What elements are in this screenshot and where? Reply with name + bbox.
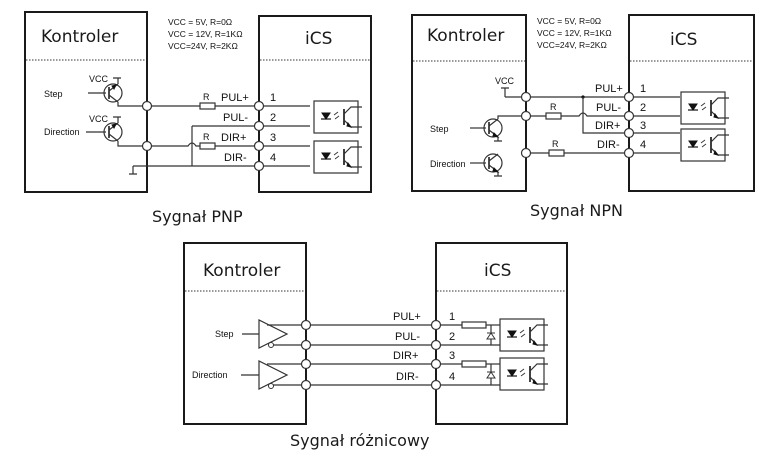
differential-diagram: Kontroler iCS Step Direction xyxy=(183,242,568,450)
pnp-direction-transistor-icon xyxy=(103,122,123,142)
pnp-caption: Sygnał PNP xyxy=(152,207,243,226)
npn-vcc-note-1: VCC = 5V, R=0Ω xyxy=(537,16,601,26)
pnp-resistor-label-1: R xyxy=(203,92,210,102)
npn-direction-label: Direction xyxy=(430,159,466,169)
pnp-vcc-label-2: VCC xyxy=(89,114,109,124)
diff-resistor-dir xyxy=(461,360,487,368)
pnp-direction-label: Direction xyxy=(44,127,80,137)
diff-pin-2: 2 xyxy=(449,331,455,343)
npn-resistor-label-2: R xyxy=(552,139,559,149)
npn-caption: Sygnał NPN xyxy=(530,201,623,220)
npn-controller-title: Kontroler xyxy=(427,26,504,46)
diff-terminal-3 xyxy=(430,358,442,370)
pnp-pin-2: 2 xyxy=(270,112,276,124)
pnp-ctrl-terminal-2 xyxy=(141,140,153,152)
npn-driver-box xyxy=(628,14,755,192)
npn-signal-pul-minus: PUL- xyxy=(596,102,621,114)
npn-terminal-4 xyxy=(623,147,635,159)
npn-pin-1: 1 xyxy=(640,83,646,95)
diff-protection-diode-icon-2 xyxy=(486,371,496,379)
diff-signal-dir-plus: DIR+ xyxy=(393,350,418,362)
npn-signal-dir-plus: DIR+ xyxy=(595,120,620,132)
diff-step-driver-icon xyxy=(258,319,288,349)
pnp-vcc-note-2: VCC = 12V, R=1KΩ xyxy=(168,29,243,39)
pnp-driver-title: iCS xyxy=(305,29,332,49)
npn-direction-transistor-icon xyxy=(483,153,503,173)
diff-protection-diode-icon-1 xyxy=(486,332,496,340)
npn-terminal-3 xyxy=(623,127,635,139)
diff-driver-title: iCS xyxy=(484,261,511,281)
npn-pin-4: 4 xyxy=(640,139,646,151)
diff-caption: Sygnał różnicowy xyxy=(290,431,430,450)
pnp-step-label: Step xyxy=(44,89,63,99)
diff-optocoupler-icon-2 xyxy=(499,357,549,391)
npn-controller-box xyxy=(411,14,527,192)
diff-optocoupler-icon-1 xyxy=(499,318,549,352)
npn-signal-pul-plus: PUL+ xyxy=(595,83,623,95)
pnp-pin-1: 1 xyxy=(270,92,276,104)
npn-driver-title: iCS xyxy=(670,30,697,50)
pnp-signal-pul-plus: PUL+ xyxy=(221,92,249,104)
pnp-vcc-note-3: VCC=24V, R=2KΩ xyxy=(168,41,238,51)
diff-ctrl-terminal-1 xyxy=(300,319,312,331)
npn-resistor-label-1: R xyxy=(550,102,557,112)
diff-pin-4: 4 xyxy=(449,371,455,383)
npn-vcc-note-2: VCC = 12V, R=1KΩ xyxy=(537,28,612,38)
npn-vcc-note-3: VCC=24V, R=2KΩ xyxy=(537,40,607,50)
npn-ctrl-terminal-vcc xyxy=(520,91,532,103)
diff-pin-3: 3 xyxy=(449,350,455,362)
diff-signal-pul-minus: PUL- xyxy=(395,331,420,343)
npn-vcc-label: VCC xyxy=(495,76,515,86)
pnp-step-transistor-icon xyxy=(103,83,123,103)
pnp-resistor-label-2: R xyxy=(203,132,210,142)
pnp-terminal-3 xyxy=(253,140,265,152)
npn-ctrl-terminal-step xyxy=(520,110,532,122)
pnp-resistor-pul xyxy=(199,102,216,110)
pnp-pin-3: 3 xyxy=(270,132,276,144)
pnp-pin-4: 4 xyxy=(270,152,276,164)
diff-signal-dir-minus: DIR- xyxy=(396,371,419,383)
diff-controller-box xyxy=(183,242,307,425)
npn-step-transistor-icon xyxy=(483,118,503,138)
pnp-optocoupler-icon-2 xyxy=(313,140,363,174)
diff-ctrl-terminal-3 xyxy=(300,358,312,370)
npn-terminal-1 xyxy=(623,91,635,103)
pnp-vcc-label-1: VCC xyxy=(89,74,109,84)
diff-ctrl-terminal-2 xyxy=(300,339,312,351)
pnp-signal-pul-minus: PUL- xyxy=(223,112,248,124)
diff-ctrl-terminal-4 xyxy=(300,379,312,391)
npn-optocoupler-icon-2 xyxy=(680,128,730,162)
diff-step-label: Step xyxy=(215,329,234,339)
diff-direction-label: Direction xyxy=(192,370,228,380)
diff-driver-box xyxy=(435,242,568,425)
npn-signal-dir-minus: DIR- xyxy=(597,139,620,151)
pnp-resistor-dir xyxy=(199,142,216,150)
pnp-signal-dir-minus: DIR- xyxy=(224,152,247,164)
diff-signal-pul-plus: PUL+ xyxy=(393,311,421,323)
pnp-signal-dir-plus: DIR+ xyxy=(221,132,246,144)
npn-resistor-dir xyxy=(548,149,565,157)
diff-pin-1: 1 xyxy=(449,311,455,323)
pnp-diagram: Kontroler iCS VCC = 5V, R=0Ω VCC = 12V, … xyxy=(24,11,372,226)
npn-step-label: Step xyxy=(430,124,449,134)
pnp-terminal-1 xyxy=(253,100,265,112)
pnp-terminal-2 xyxy=(253,120,265,132)
npn-pin-3: 3 xyxy=(640,120,646,132)
diff-terminal-4 xyxy=(430,379,442,391)
diff-terminal-1 xyxy=(430,319,442,331)
diff-resistor-pul xyxy=(461,321,487,329)
npn-pin-2: 2 xyxy=(640,102,646,114)
diff-controller-title: Kontroler xyxy=(203,261,280,281)
diff-terminal-2 xyxy=(430,339,442,351)
npn-resistor-pul xyxy=(545,112,562,120)
pnp-vcc-note-1: VCC = 5V, R=0Ω xyxy=(168,17,232,27)
npn-ctrl-terminal-dir xyxy=(520,147,532,159)
npn-terminal-2 xyxy=(623,110,635,122)
pnp-terminal-4 xyxy=(253,160,265,172)
pnp-controller-title: Kontroler xyxy=(41,27,118,47)
npn-optocoupler-icon-1 xyxy=(680,91,730,125)
pnp-ctrl-terminal-1 xyxy=(141,100,153,112)
pnp-optocoupler-icon-1 xyxy=(313,100,363,134)
npn-diagram: Kontroler iCS VCC = 5V, R=0Ω VCC = 12V, … xyxy=(411,14,755,220)
